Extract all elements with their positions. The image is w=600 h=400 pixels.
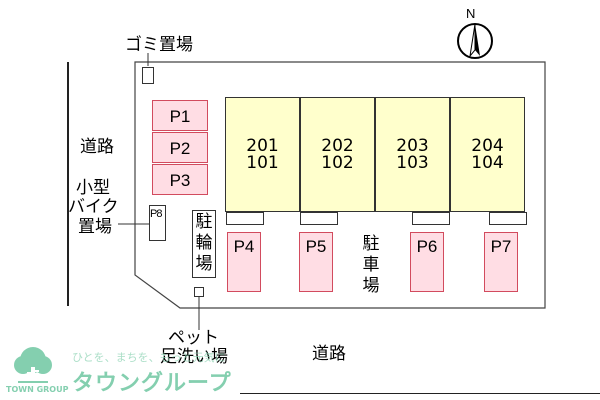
bottom-road-edge <box>240 393 600 394</box>
parking-lot-label-line1: 駐 <box>362 234 380 254</box>
entrance-step <box>412 212 450 225</box>
bike-parking-p8: P8 <box>149 205 166 241</box>
bicycle-parking: 駐 輪 場 <box>192 210 216 278</box>
brand-name: タウングループ <box>72 371 232 396</box>
brand-corp-name: TOWN GROUP <box>6 385 69 394</box>
north-label: N <box>466 6 476 21</box>
unit-lower-number: 102 <box>321 153 354 173</box>
pet-wash-label-line1: ペット <box>168 328 219 348</box>
bike-label-line1: 小型 <box>76 178 110 198</box>
unit-upper-number: 204 <box>471 136 504 156</box>
unit-upper-number: 202 <box>321 136 354 156</box>
left-road-edge <box>67 62 69 306</box>
pet-wash-station <box>194 287 204 297</box>
parking-space-p3: P3 <box>152 164 208 195</box>
bicycle-label-line2: 輪 <box>195 233 213 253</box>
north-compass: N <box>454 6 496 59</box>
entrance-step <box>226 212 264 225</box>
parking-space-p7: P7 <box>484 232 518 292</box>
brand-slogan: ひとを、まちを、もっと元気に <box>72 351 226 364</box>
town-group-logo: TOWN GROUP ひとを、まちを、もっと元気に タウングループ <box>0 345 240 400</box>
compass-icon <box>457 23 493 59</box>
bike-parking-p8-label: P8 <box>150 208 163 220</box>
parking-space-p2: P2 <box>152 132 208 163</box>
tree-logo-icon <box>14 347 52 383</box>
unit-lower-number: 103 <box>396 153 429 173</box>
parking-lot-label-line2: 車 <box>362 255 380 275</box>
parking-lot-label-line3: 場 <box>362 276 380 296</box>
bicycle-label-line3: 場 <box>195 254 213 274</box>
parking-space-p4: P4 <box>227 232 261 292</box>
parking-space-p5: P5 <box>299 232 333 292</box>
unit-202-102: 202 102 <box>300 97 375 212</box>
left-road-label: 道路 <box>80 137 114 157</box>
unit-204-104: 204 104 <box>450 97 525 212</box>
parking-space-p6: P6 <box>410 232 444 292</box>
unit-203-103: 203 103 <box>375 97 450 212</box>
unit-lower-number: 101 <box>246 153 279 173</box>
pet-wash-label-line2: 足洗い場 <box>160 347 228 367</box>
unit-lower-number: 104 <box>471 153 504 173</box>
entrance-step <box>300 212 338 225</box>
unit-upper-number: 203 <box>396 136 429 156</box>
bicycle-label-line1: 駐 <box>195 212 213 232</box>
bike-label-line2: バイク <box>68 197 119 217</box>
unit-201-101: 201 101 <box>225 97 300 212</box>
bottom-road-label: 道路 <box>312 344 346 364</box>
entrance-step <box>489 212 527 225</box>
garbage-area <box>142 67 154 84</box>
bike-label-line3: 置場 <box>78 217 112 237</box>
garbage-area-label: ゴミ置場 <box>125 35 193 55</box>
parking-space-p1: P1 <box>152 100 208 131</box>
unit-upper-number: 201 <box>246 136 279 156</box>
